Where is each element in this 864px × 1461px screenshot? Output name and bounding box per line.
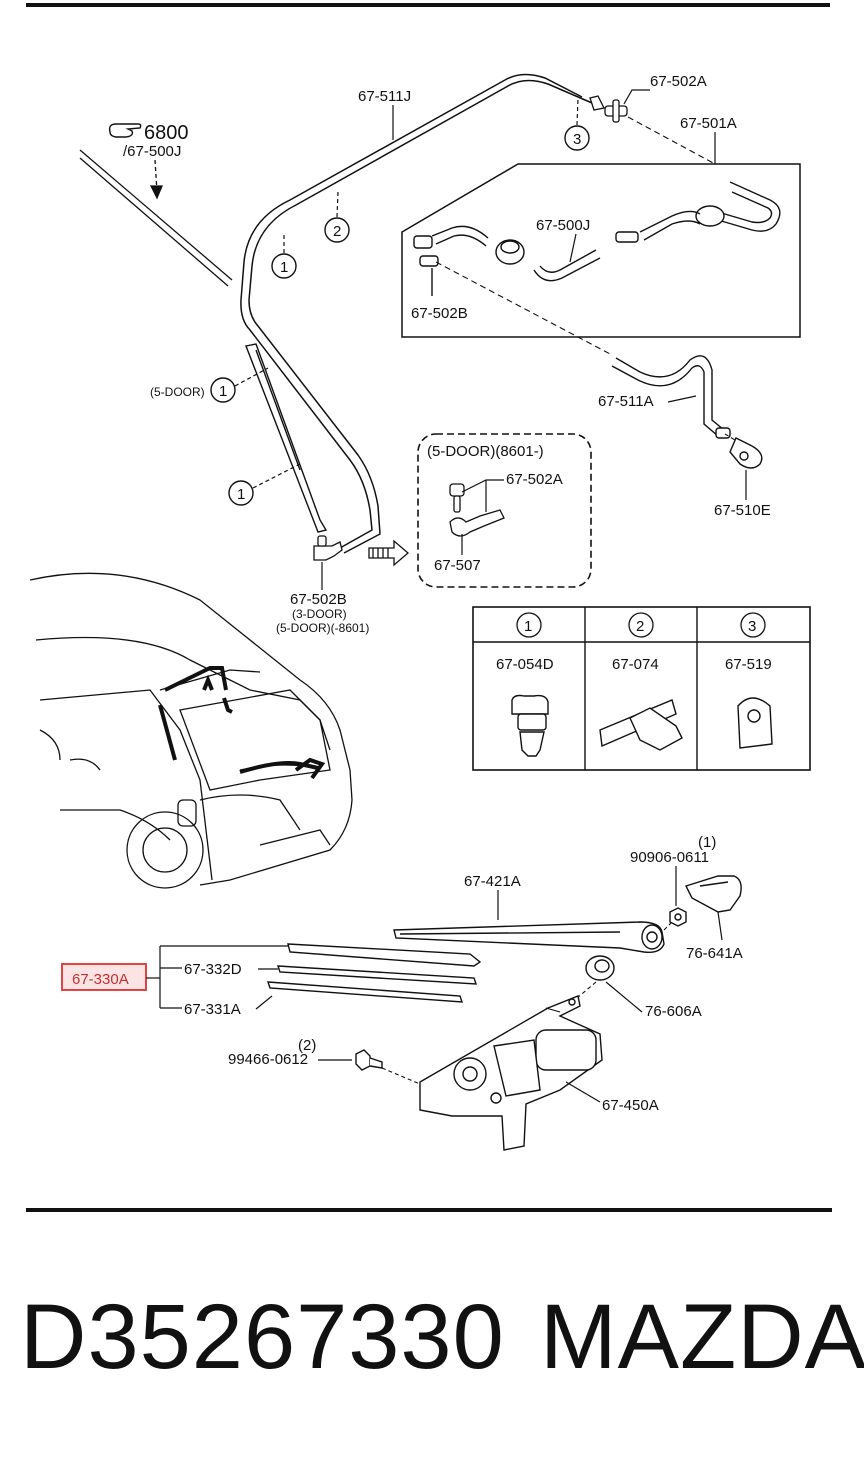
washer-nozzle-67-510E [729,437,763,469]
pointing-hand-icon [108,123,142,138]
group-joints [449,483,505,537]
label-76-606A: 76-606A [645,1003,702,1020]
cap-76-641A [685,875,742,913]
label-67-330A: 67-330A [72,971,129,988]
joint-67-502A-top [604,99,628,123]
label-67-421A: 67-421A [464,873,521,890]
clip-icon-67-519 [737,697,773,749]
label-67-500J: 67-500J [536,217,590,234]
qty-90906: (1) [698,834,716,851]
clip-icon-67-074 [599,699,683,751]
label-67-502B-box: 67-502B [411,305,468,322]
wiper-motor-67-450A [419,995,603,1151]
clip-table-num-3: 3 [748,618,756,635]
assembly-box-67-501A [401,163,801,338]
car-washer-hose-highlight [158,666,326,780]
callout-leaders [234,97,579,489]
wiper-arm-67-421A [393,921,665,954]
ref-6800-leader [79,149,233,287]
footer-part-number: D35267330 [20,1286,505,1388]
footer-brand: MAZDA [540,1286,864,1388]
callout-1-5door [210,377,236,403]
qty-99466: (2) [298,1037,316,1054]
bolt-99466-0612 [355,1049,383,1071]
callout-1-top-text: 1 [280,259,288,276]
clip-table-part-1: 67-054D [496,656,554,673]
seal-76-606A [585,955,615,981]
callout-2-top-text: 2 [333,223,341,240]
five-door-group-box [417,433,592,588]
hose-assembly-67-500J [413,181,781,296]
clip-table-part-2: 67-074 [612,656,659,673]
callout-3-top-text: 3 [573,131,581,148]
label-67-511A: 67-511A [598,393,654,410]
label-5door-left: (5-DOOR) [150,385,205,399]
callout-circles [210,125,590,506]
direction-arrow-icon [368,539,409,567]
label-67-507: 67-507 [434,557,481,574]
joint-67-502B [313,535,343,561]
callout-1-5door-text: 1 [219,383,227,400]
label-67-331A: 67-331A [184,1001,241,1018]
label-67-511J: 67-511J [358,88,411,105]
label-3door: (3-DOOR) [292,607,347,621]
clip-table-num-2: 2 [636,618,644,635]
clip-table-num-1: 1 [524,618,532,635]
clip-table-part-3: 67-519 [725,656,772,673]
label-5door-range: (5-DOOR)(-8601) [276,621,369,635]
callout-1-lower-text: 1 [237,486,245,503]
label-67-450A: 67-450A [602,1097,659,1114]
label-67-502B: 67-502B [290,591,347,608]
label-67-502A-mid: 67-502A [506,471,563,488]
ref-67-500J-label: /67-500J [123,143,181,160]
label-99466-0612: 99466-0612 [228,1051,308,1068]
nut-90906-0611 [669,907,687,927]
label-90906-0611: 90906-0611 [630,849,709,866]
washer-hose-67-511J [240,73,605,554]
clip-icon-67-054D [511,694,549,757]
label-67-501A: 67-501A [680,115,737,132]
callout-1-lower [228,480,254,506]
label-76-641A: 76-641A [686,945,743,962]
callout-3-top [564,125,590,151]
wiper-blade-67-330A [267,943,482,1003]
highlight-box-67-330A [61,963,147,991]
car-illustration [29,572,353,889]
callout-2-top [324,217,350,243]
wiper-arm-hose-clip-section [245,343,328,533]
label-67-502A-top: 67-502A [650,73,707,90]
ref-6800-label: 6800 [144,122,189,144]
label-67-332D: 67-332D [184,961,242,978]
label-67-510E: 67-510E [714,502,771,519]
callout-1-top [271,253,297,279]
label-5door-group: (5-DOOR)(8601-) [427,443,544,460]
